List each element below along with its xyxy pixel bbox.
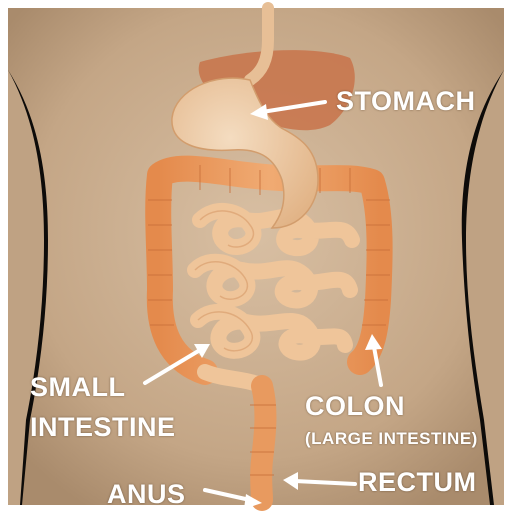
- rectum: [261, 386, 265, 500]
- rectum-label: RECTUM: [358, 469, 477, 496]
- stomach-label: STOMACH: [336, 88, 476, 115]
- colon-subtitle-label: (LARGE INTESTINE): [305, 430, 478, 447]
- anus-label: ANUS: [107, 481, 186, 508]
- small-intestine-label-line2: INTESTINE: [30, 414, 176, 441]
- colon-label: COLON: [305, 393, 405, 420]
- small-intestine-label-line1: SMALL: [30, 374, 125, 401]
